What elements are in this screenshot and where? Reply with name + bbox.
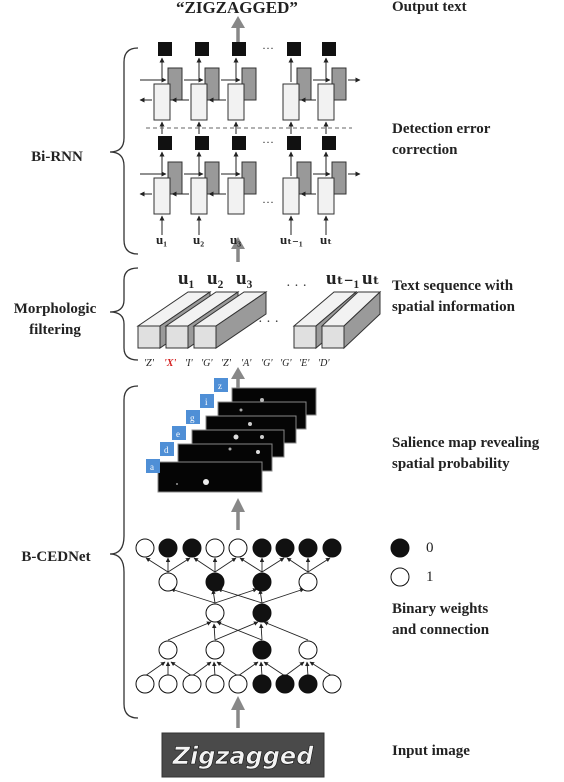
char-7: 'G': [280, 358, 292, 369]
rnn-input-3: u₃: [230, 232, 241, 247]
morph-label-2: filtering: [29, 322, 81, 338]
rnn-hidden-nodes-row2: [158, 136, 336, 150]
bi-rnn-label: Bi-RNN: [31, 149, 83, 165]
rnn-ellipsis-top: ···: [262, 41, 274, 55]
block-ellipsis-mid: · · ·: [258, 315, 279, 330]
input-image-label: Input image: [392, 743, 470, 759]
rnn-cells-lower: [153, 161, 347, 215]
block-label-3: u₃: [236, 268, 253, 289]
block-label-1: u₁: [178, 268, 194, 289]
bcednet-nodes: [135, 538, 342, 694]
block-label-t: uₜ: [362, 268, 380, 289]
rnn-cells-upper: [153, 67, 347, 121]
input-word: Zigzagged: [172, 742, 315, 770]
rnn-input-2: u₂: [193, 232, 204, 247]
tag-a: a: [150, 462, 154, 472]
detection-label-1: Detection error: [392, 121, 491, 137]
char-2: 'I': [185, 358, 193, 369]
legend-white-value: 1: [426, 569, 434, 585]
block-label-t-minus-1: uₜ₋₁: [326, 268, 359, 289]
char-0: 'Z': [144, 358, 155, 369]
bcednet-label: B-CEDNet: [21, 549, 91, 565]
rnn-input-t: uₜ: [320, 232, 332, 247]
detection-label-2: correction: [392, 142, 458, 158]
morph-label-1: Morphologic: [13, 301, 97, 317]
flow-arrows: [231, 16, 245, 728]
salience-label-1: Salience map revealing: [392, 435, 540, 451]
tag-d: d: [164, 445, 169, 455]
textseq-label-1: Text sequence with: [392, 278, 514, 294]
legend-black-value: 0: [426, 540, 434, 556]
salience-label-2: spatial probability: [392, 456, 510, 472]
input-image: Zigzagged: [161, 732, 325, 778]
salience-maps: [157, 387, 317, 493]
tag-i: i: [205, 397, 208, 407]
block-ellipsis-top: · · ·: [286, 279, 307, 294]
char-4: 'Z': [221, 358, 232, 369]
rnn-input-1: u₁: [156, 232, 167, 247]
legend-white-node: [390, 567, 410, 587]
tag-g: g: [190, 413, 195, 423]
bcednet-brace: [109, 385, 139, 719]
output-quote: “ZIGZAGGED”: [176, 0, 298, 17]
output-text-label: Output text: [392, 0, 467, 15]
rnn-ellipsis-bottom: ···: [262, 195, 274, 209]
rnn-vertical-arrows: [159, 57, 329, 235]
bcednet-edges: [144, 557, 333, 677]
block-label-2: u₂: [207, 268, 224, 289]
bi-rnn-brace: [109, 47, 139, 255]
rnn-input-t-minus-1: uₜ₋₁: [280, 232, 303, 247]
tag-e: e: [176, 429, 180, 439]
binary-label-1: Binary weights: [392, 601, 489, 617]
char-1: 'X': [164, 358, 176, 369]
char-9: 'D': [318, 358, 330, 369]
sequence-blocks: [136, 290, 382, 350]
char-6: 'G': [261, 358, 273, 369]
morph-brace: [109, 267, 139, 361]
rnn-output-nodes: [158, 42, 336, 56]
char-8: 'E': [299, 358, 310, 369]
legend-black-node: [390, 538, 410, 558]
tag-z: z: [218, 381, 222, 391]
char-5: 'A': [241, 358, 252, 369]
binary-label-2: and connection: [392, 622, 490, 638]
char-sequence: 'Z' 'X' 'I' 'G' 'Z' 'A' 'G' 'G' 'E' 'D': [144, 358, 330, 369]
salience-tags: z i g e d a: [146, 378, 228, 473]
rnn-ellipsis-mid: ···: [262, 135, 274, 149]
char-3: 'G': [201, 358, 213, 369]
textseq-label-2: spatial information: [392, 299, 515, 315]
